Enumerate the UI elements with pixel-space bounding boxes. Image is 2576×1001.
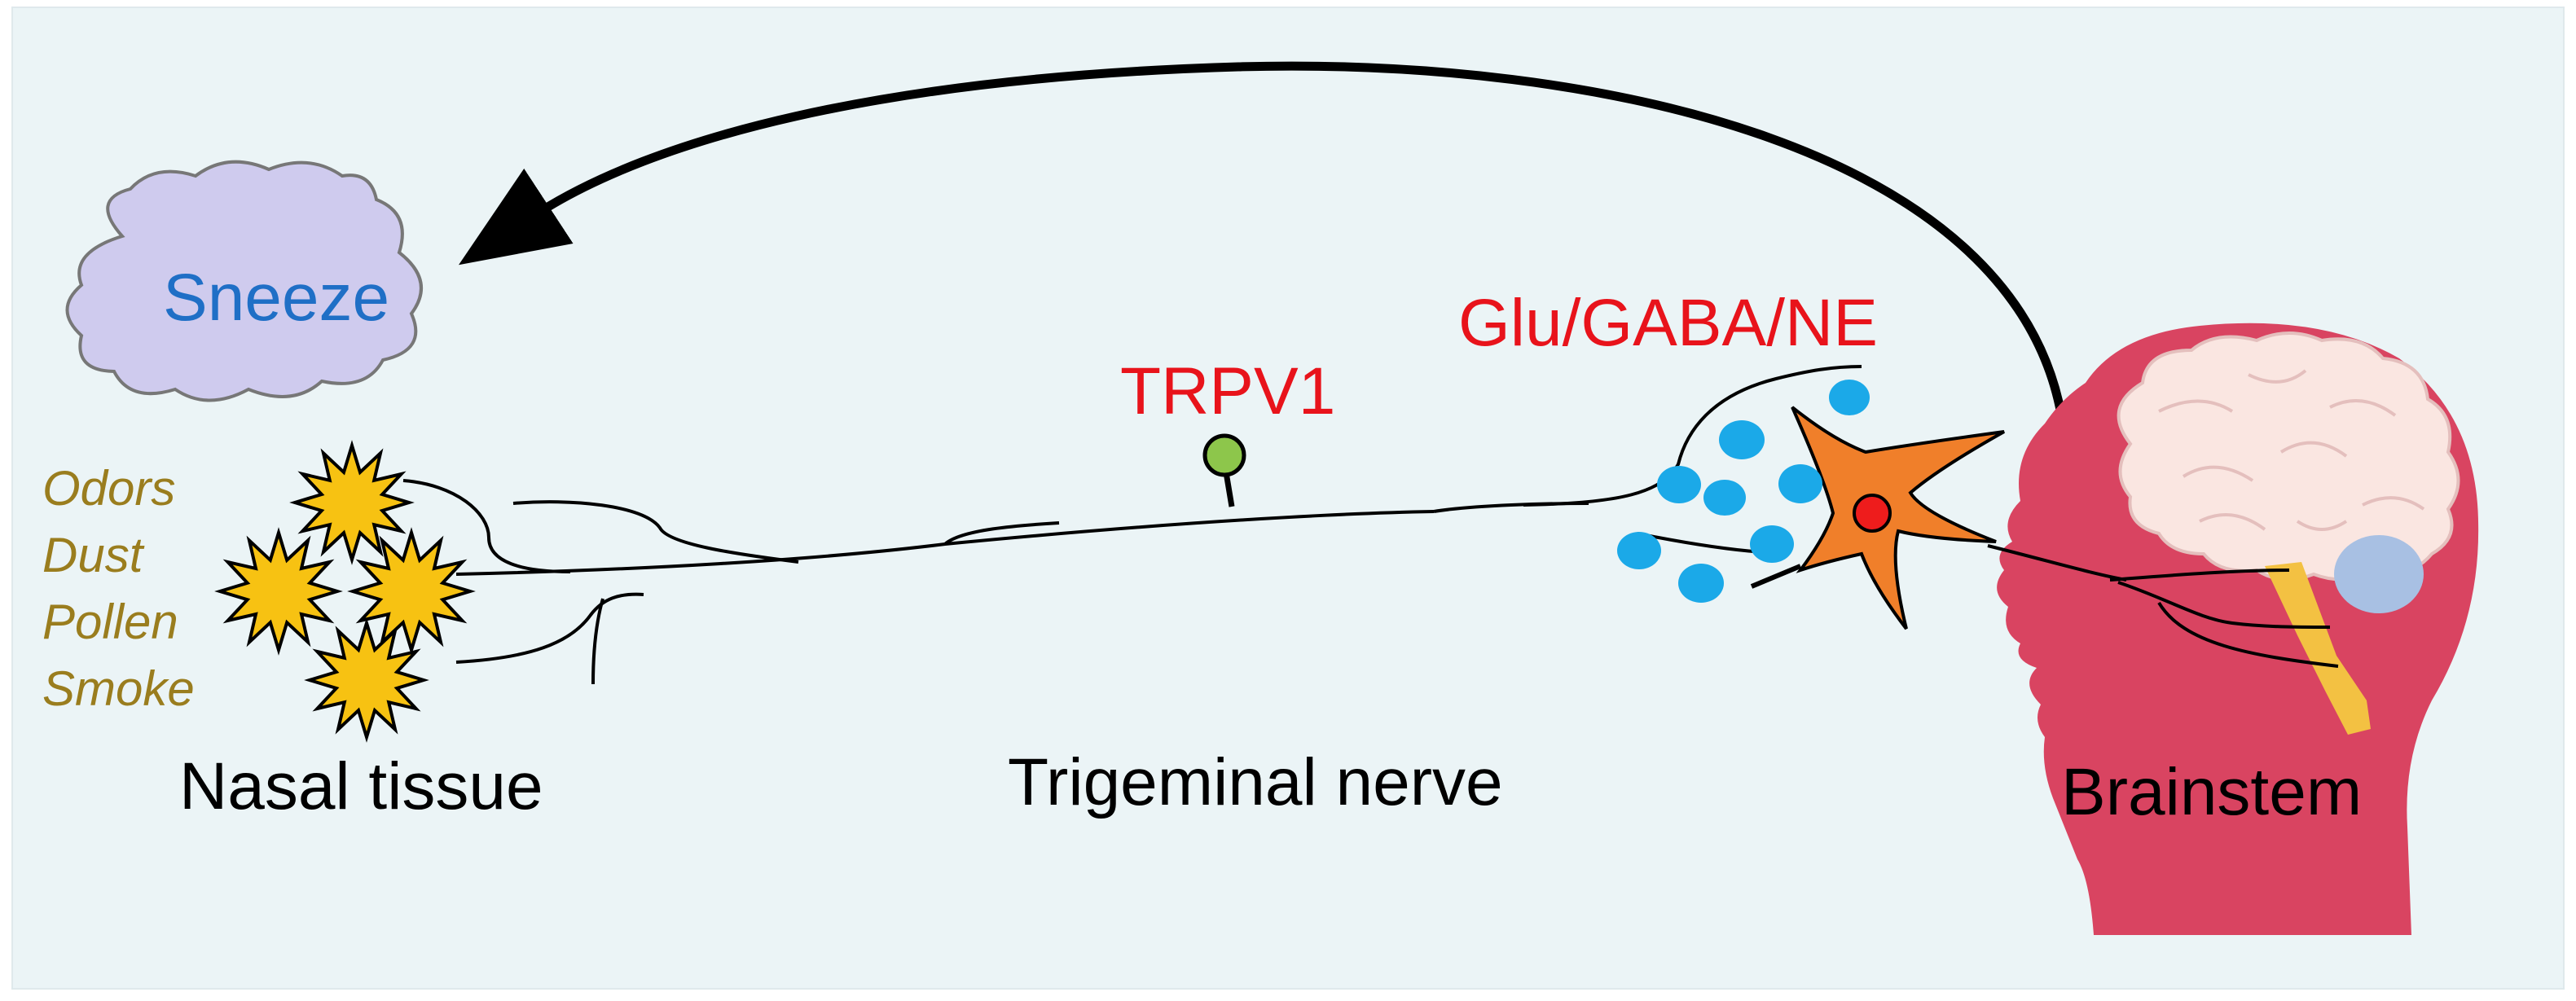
neuron-icon xyxy=(1791,406,2005,630)
neuron-axon-stub xyxy=(1750,564,1802,589)
stimulus-label-odors: Odors xyxy=(42,461,176,516)
trigeminal-nerve-fibers xyxy=(402,365,2339,685)
neuron-nucleus-icon xyxy=(1853,494,1892,533)
brain-icon xyxy=(2117,331,2460,582)
sneeze-label: Sneeze xyxy=(163,261,390,335)
irritant-starburst-icon xyxy=(289,440,415,565)
irritant-particles xyxy=(214,440,476,743)
sneeze-cloud-icon xyxy=(65,160,423,402)
irritant-starburst-icon xyxy=(214,527,343,656)
stimulus-label-pollen: Pollen xyxy=(42,595,178,649)
trpv1-label: TRPV1 xyxy=(1120,354,1336,428)
trpv1-receptor-stalk xyxy=(1223,472,1235,507)
irritant-starburst-icon xyxy=(347,527,476,656)
reflex-arrow xyxy=(458,61,2068,424)
brainstem-label: Brainstem xyxy=(2061,755,2363,829)
brainstem-tract-icon xyxy=(2265,562,2371,735)
neurotransmitter-vesicles xyxy=(1617,380,1870,603)
neurotransmitter-label: Glu/GABA/NE xyxy=(1458,286,1878,360)
brain-folds xyxy=(2158,369,2425,531)
stimulus-label-smoke: Smoke xyxy=(42,661,195,716)
nasal-tissue-label: Nasal tissue xyxy=(179,749,543,823)
cerebellum-icon xyxy=(2334,535,2424,613)
stimulus-label-dust: Dust xyxy=(42,528,143,582)
trigeminal-nerve-label: Trigeminal nerve xyxy=(1008,745,1503,819)
trpv1-receptor-icon xyxy=(1202,433,1246,477)
irritant-starburst-icon xyxy=(304,617,429,743)
